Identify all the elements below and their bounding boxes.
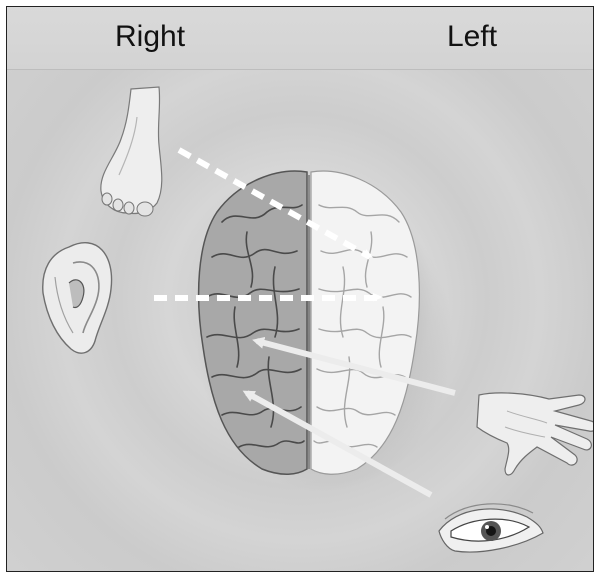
foot-icon (101, 87, 162, 216)
diagram-frame: Right Left (6, 6, 594, 572)
eye-icon (439, 504, 543, 552)
hand-icon (477, 393, 594, 475)
brain-icon (197, 171, 453, 492)
diagram-canvas (7, 7, 594, 572)
ear-icon (43, 243, 112, 353)
right-hemisphere (199, 171, 307, 474)
